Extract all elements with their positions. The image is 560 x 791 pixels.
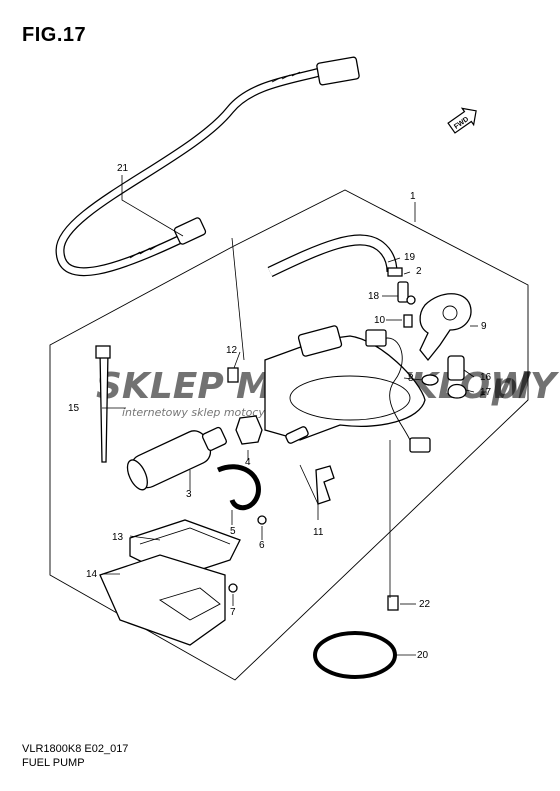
- bracket-11: [315, 465, 335, 505]
- pump-filter: [235, 415, 263, 445]
- callout-8: 8: [408, 373, 414, 384]
- hose-clamp: [387, 267, 403, 277]
- pump-connector: [409, 437, 431, 453]
- cable-tie: [99, 351, 109, 463]
- wiring-harness: [55, 56, 360, 277]
- callout-12: 12: [226, 345, 238, 356]
- gasket-20: [313, 631, 397, 679]
- pump-wiring: [379, 337, 421, 447]
- harness-connector-bottom: [173, 217, 207, 245]
- callout-19: 19: [404, 252, 416, 263]
- pump-holder: [216, 464, 261, 511]
- callout-18: 18: [368, 291, 380, 302]
- fwd-arrow-icon: FWD: [447, 107, 477, 134]
- fuel-pump: [126, 426, 227, 491]
- harness-connector-top: [316, 56, 360, 86]
- callout-6: 6: [259, 540, 265, 551]
- diagram-title: FUEL PUMP: [22, 757, 85, 769]
- fuel-pipe: [285, 426, 309, 444]
- callout-22: 22: [419, 599, 431, 610]
- bolt-22: [387, 595, 399, 611]
- callout-5: 5: [230, 526, 236, 537]
- top-connector: [365, 329, 387, 347]
- watermark-brand-a: SKLEP: [96, 366, 224, 407]
- screw-6: [257, 515, 267, 525]
- pressure-regulator: [419, 293, 472, 362]
- fitting-oring: [406, 295, 416, 305]
- callout-4: 4: [245, 457, 251, 468]
- callout-11: 11: [313, 527, 324, 538]
- callout-14: 14: [86, 569, 98, 580]
- watermark-brand-c: .pl: [478, 366, 530, 407]
- callout-17: 17: [480, 387, 492, 398]
- callout-13: 13: [112, 532, 124, 543]
- callout-9: 9: [481, 321, 487, 332]
- callout-7: 7: [230, 607, 236, 618]
- pump-case: [99, 554, 226, 646]
- callout-10: 10: [374, 315, 386, 326]
- connector-12: [227, 367, 239, 383]
- callout-21: 21: [117, 163, 129, 174]
- assembly-outline: [49, 189, 529, 681]
- regulator-plug: [447, 355, 465, 381]
- model-code: VLR1800K8 E02_017: [22, 743, 129, 755]
- figure-title: FIG.17: [22, 24, 87, 46]
- callout-16: 16: [480, 372, 492, 383]
- hose-fitting: [397, 281, 409, 303]
- bolt-7: [228, 583, 238, 593]
- callout-3: 3: [186, 489, 192, 500]
- callout-2: 2: [416, 266, 422, 277]
- callout-20: 20: [417, 650, 429, 661]
- oring-8: [421, 374, 439, 386]
- bolt-10: [403, 314, 413, 328]
- callout-15: 15: [68, 403, 80, 414]
- callout-1: 1: [410, 191, 416, 202]
- retaining-clip: [447, 383, 467, 399]
